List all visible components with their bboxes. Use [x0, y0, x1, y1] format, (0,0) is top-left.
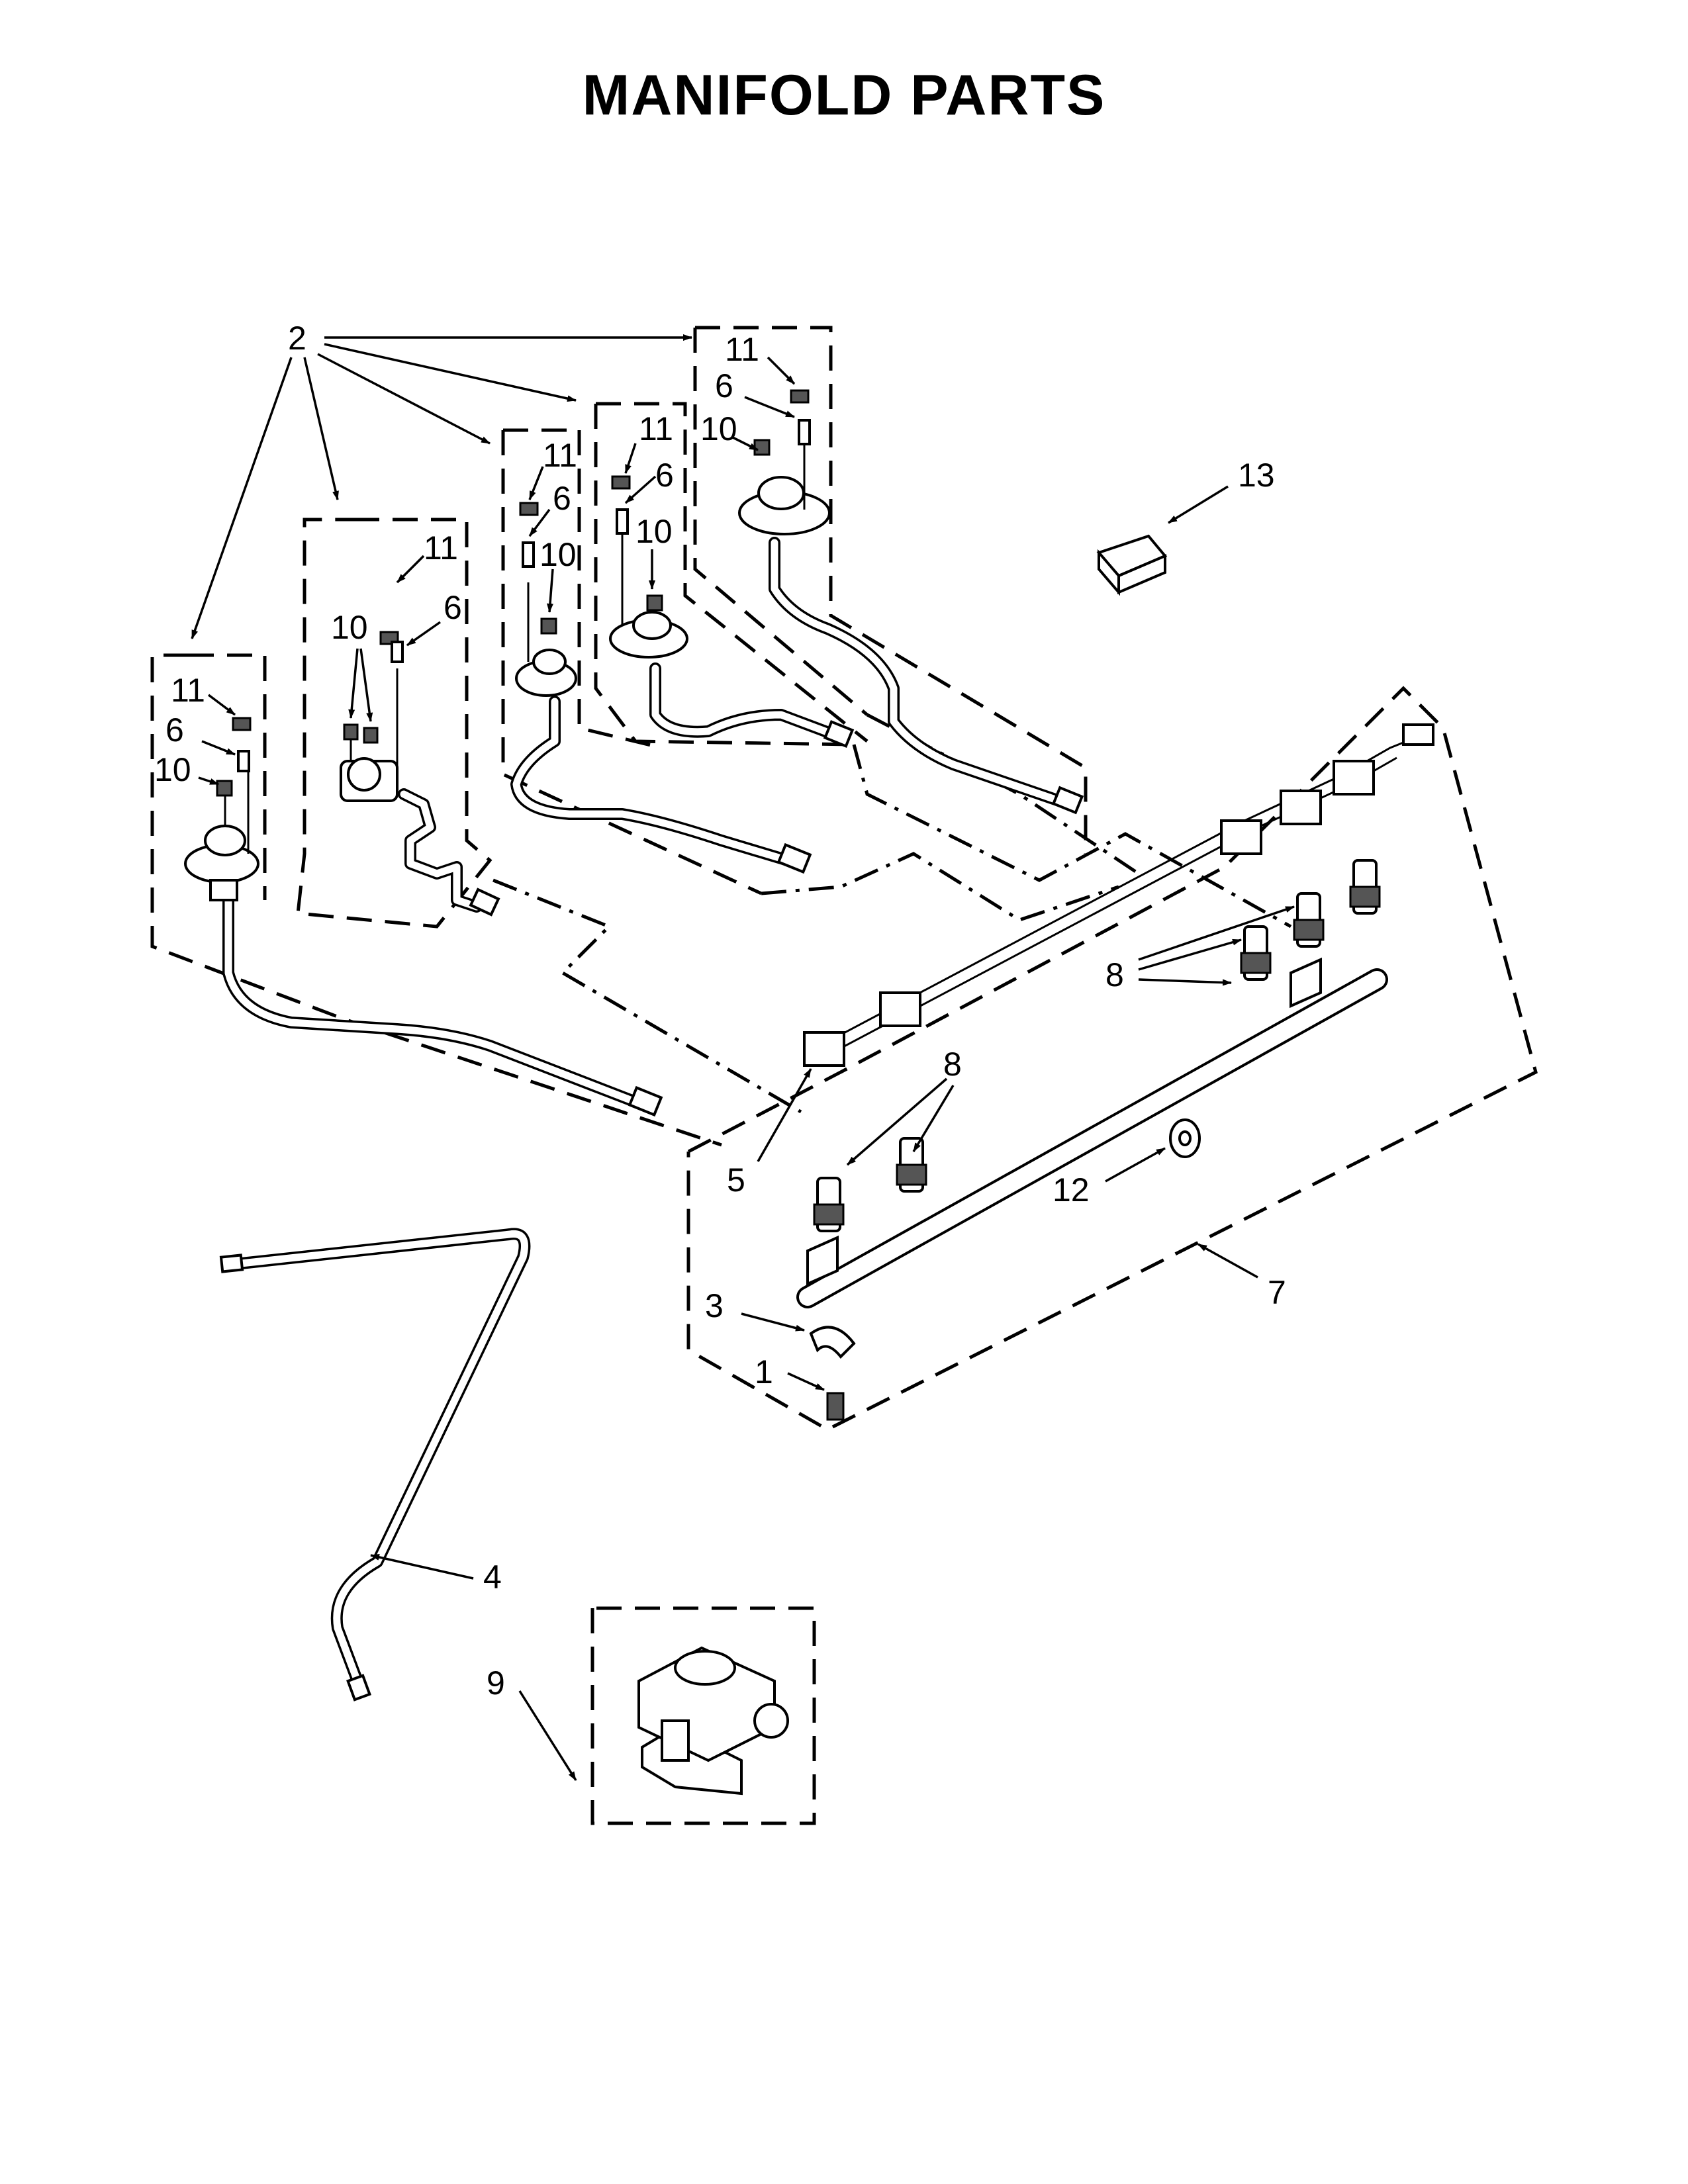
- valve-2: [340, 668, 399, 802]
- callout-6-e: 6: [715, 367, 733, 404]
- electrode-6-c: [522, 541, 535, 568]
- callout-3: 3: [705, 1287, 724, 1324]
- clip-11-e: [790, 389, 810, 404]
- harness-connector: [1402, 723, 1434, 746]
- boundary-regulator: [590, 1606, 816, 1825]
- callout-13: 13: [1238, 457, 1275, 494]
- screw-10-b2: [363, 727, 379, 744]
- electrode-6-left: [237, 750, 250, 772]
- gas-tubes: [222, 537, 1388, 1687]
- ignition-switch-2: [879, 991, 921, 1027]
- connection-path-2: [761, 852, 1119, 922]
- ignition-switch-1: [803, 1031, 845, 1067]
- clip-11-c: [519, 502, 539, 516]
- callout-10-e: 10: [700, 410, 737, 447]
- clamp-3: [809, 1326, 856, 1359]
- callout-7: 7: [1268, 1274, 1286, 1311]
- boundary-burner-5: [693, 326, 1088, 854]
- callout-11-c: 11: [543, 437, 577, 474]
- callout-1: 1: [755, 1353, 773, 1390]
- valve-5: [738, 430, 831, 535]
- electrode-6-e: [798, 419, 811, 445]
- callout-11-d: 11: [639, 410, 673, 447]
- screw-10-e: [753, 439, 771, 456]
- callout-11-b: 11: [424, 529, 458, 567]
- connection-path-3: [852, 744, 1292, 929]
- supply-tube: [229, 1228, 531, 1687]
- manifold-valves: [813, 859, 1381, 1232]
- callout-6-d: 6: [655, 457, 674, 494]
- connection-path-1: [492, 878, 802, 1114]
- ignition-switch-4: [1280, 790, 1322, 825]
- callout-5: 5: [727, 1161, 745, 1199]
- screw-10-b1: [343, 723, 359, 741]
- callout-9: 9: [487, 1664, 505, 1702]
- clip-11-d: [611, 475, 631, 490]
- screw-1: [826, 1392, 845, 1421]
- manifold-bracket-2: [1289, 957, 1322, 1009]
- screw-10-d: [646, 594, 663, 612]
- spark-module-13: [1096, 534, 1168, 596]
- boundary-manifold: [686, 686, 1538, 1432]
- boundary-burner-4: [594, 402, 868, 747]
- assembly-boundaries: [150, 326, 1538, 1825]
- callout-11-e: 11: [725, 331, 759, 368]
- callout-4: 4: [483, 1559, 502, 1596]
- ignition-switch-3: [1220, 819, 1262, 855]
- burner-tube-left: [222, 894, 641, 1108]
- boundary-burner-2: [296, 518, 492, 929]
- callout-6-b: 6: [444, 589, 462, 626]
- callout-2: 2: [288, 320, 306, 357]
- valve-left: [184, 761, 259, 901]
- tube-fittings: [219, 719, 1084, 1702]
- callout-10-b: 10: [331, 609, 368, 646]
- callout-6-c: 6: [553, 480, 571, 517]
- clip-11-left: [232, 717, 252, 731]
- callout-8-lower: 8: [943, 1046, 962, 1083]
- ignition-switch-5: [1333, 760, 1375, 796]
- screw-10-left: [216, 780, 233, 797]
- callout-10-c: 10: [539, 536, 577, 573]
- callout-11-a: 11: [171, 672, 205, 709]
- boundary-burner-left: [150, 653, 722, 1147]
- valve-3: [515, 582, 577, 697]
- burner-valves: [184, 430, 831, 901]
- callout-10-a: 10: [154, 751, 191, 788]
- electrode-6-b: [391, 641, 404, 663]
- callout-8-upper: 8: [1105, 956, 1124, 993]
- leader-lines: [191, 334, 1295, 1781]
- callout-6-a: 6: [165, 711, 184, 749]
- valve-4: [609, 529, 688, 659]
- screw-10-c: [540, 617, 557, 635]
- manifold-bracket-1: [806, 1235, 839, 1287]
- manifold-assembly: [803, 723, 1434, 1421]
- electrode-6-d: [616, 508, 629, 535]
- small-hardware: [216, 389, 811, 797]
- page-title: MANIFOLD PARTS: [582, 64, 1106, 127]
- callout-10-d: 10: [635, 513, 673, 550]
- callout-labels: 2 11 6 10 11 6 10 11 6 10 11 6 10 11 6 1…: [154, 320, 1286, 1702]
- callout-12: 12: [1053, 1171, 1090, 1208]
- pressure-regulator-9: [637, 1646, 789, 1796]
